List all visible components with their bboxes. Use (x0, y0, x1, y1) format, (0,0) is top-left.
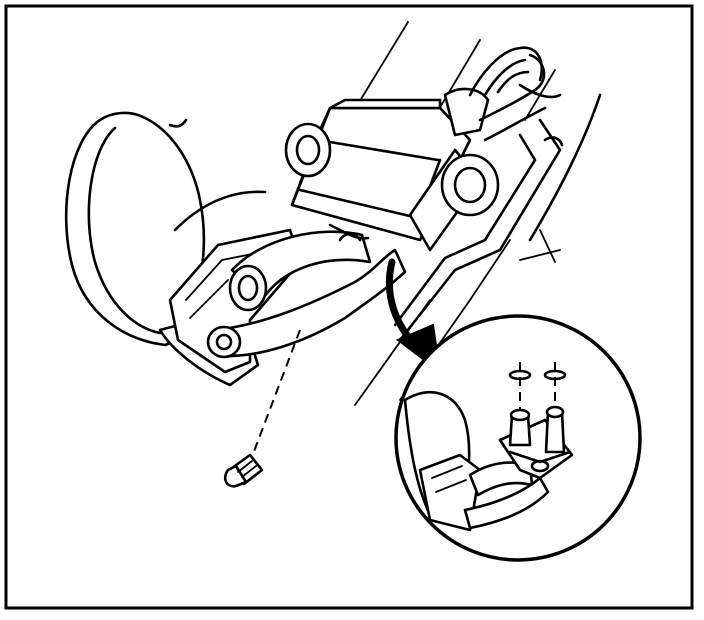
figure-border (4, 4, 694, 610)
heater-pipes (393, 46, 564, 342)
heater-hoses (206, 223, 407, 359)
hose-connector-block (284, 87, 500, 252)
o-ring-icon (508, 369, 532, 381)
o-ring-icon (543, 369, 567, 381)
mounting-screw (223, 329, 301, 488)
detail-view (394, 314, 642, 562)
